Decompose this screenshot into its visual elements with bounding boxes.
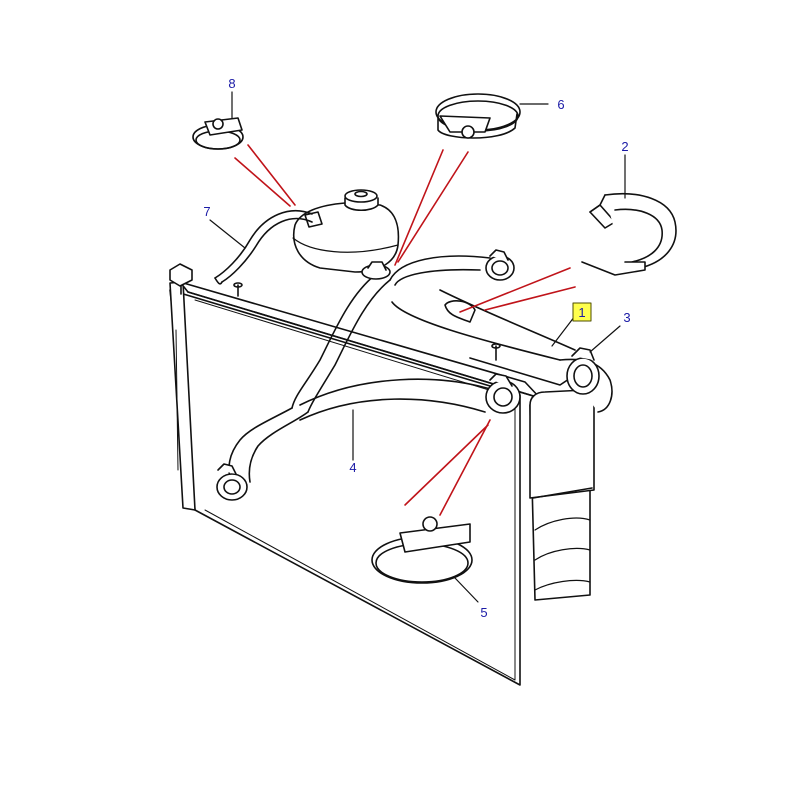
red-leader-lines	[234, 144, 576, 516]
callout-6[interactable]: 6	[557, 97, 564, 112]
callout-1[interactable]: 1	[578, 305, 585, 320]
callout-7[interactable]: 7	[203, 204, 210, 219]
part-8-clamp	[192, 117, 244, 150]
callout-1-highlight	[572, 302, 592, 322]
part-2-bracket	[581, 192, 677, 276]
radiator	[169, 263, 595, 686]
part-6-clamp	[435, 93, 521, 139]
tank-hose-clip	[361, 261, 391, 280]
callout-2[interactable]: 2	[621, 139, 628, 154]
hose-4	[216, 373, 521, 501]
callout-labels: 1 2 3 4 5 6 7 8	[203, 76, 630, 620]
callout-8[interactable]: 8	[228, 76, 235, 91]
part-5-clamp	[371, 516, 473, 584]
hose-outlet-elbow	[559, 347, 613, 413]
callout-3[interactable]: 3	[623, 310, 630, 325]
hose-7	[214, 209, 313, 285]
callout-4[interactable]: 4	[349, 460, 356, 475]
hose-1	[291, 249, 576, 413]
callout-5[interactable]: 5	[480, 605, 487, 620]
expansion-tank	[292, 189, 400, 273]
